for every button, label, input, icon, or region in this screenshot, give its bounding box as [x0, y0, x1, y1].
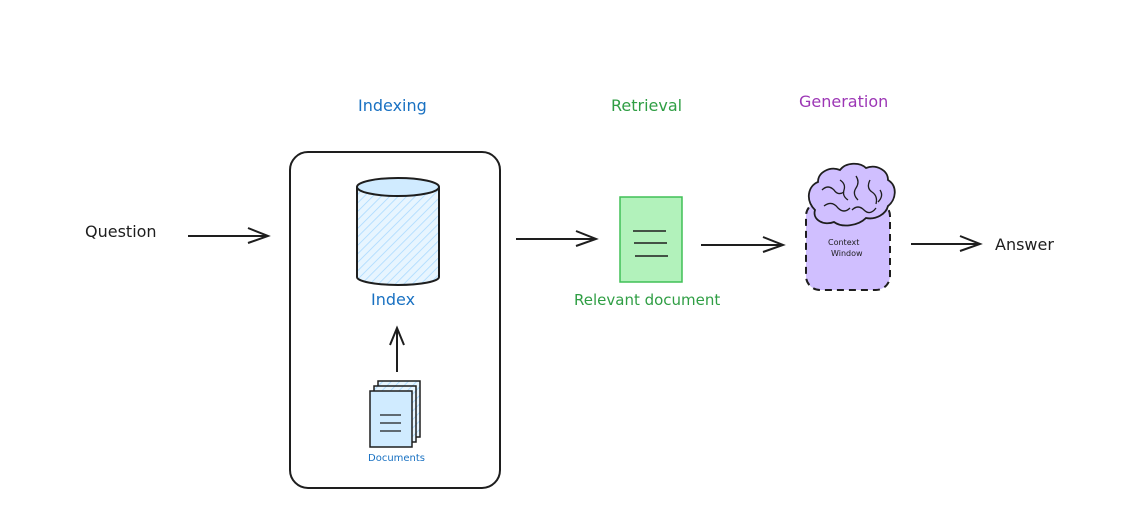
indexing-container [289, 151, 501, 489]
stage-label-retrieval: Retrieval [611, 96, 683, 115]
stage-label-indexing: Indexing [358, 96, 427, 115]
arrow-generation-to-answer [911, 235, 983, 252]
relevant-document-icon [619, 196, 683, 283]
brain-icon [808, 162, 896, 227]
index-database-icon [356, 177, 440, 286]
documents-label: Documents [368, 453, 426, 464]
question-label: Question [85, 222, 157, 241]
relevant-document-label: Relevant document [574, 291, 721, 309]
arrow-retrieval-to-generation [701, 236, 786, 253]
context-window-label-line1: Context [828, 238, 860, 247]
arrow-question-to-indexing [188, 227, 271, 244]
documents-icon [369, 380, 421, 448]
arrow-documents-to-index [389, 325, 405, 372]
answer-label: Answer [995, 235, 1054, 254]
stage-label-generation: Generation [799, 92, 889, 111]
context-window-label-line2: Window [831, 249, 863, 258]
index-label: Index [371, 290, 416, 309]
arrow-indexing-to-retrieval [516, 230, 599, 247]
